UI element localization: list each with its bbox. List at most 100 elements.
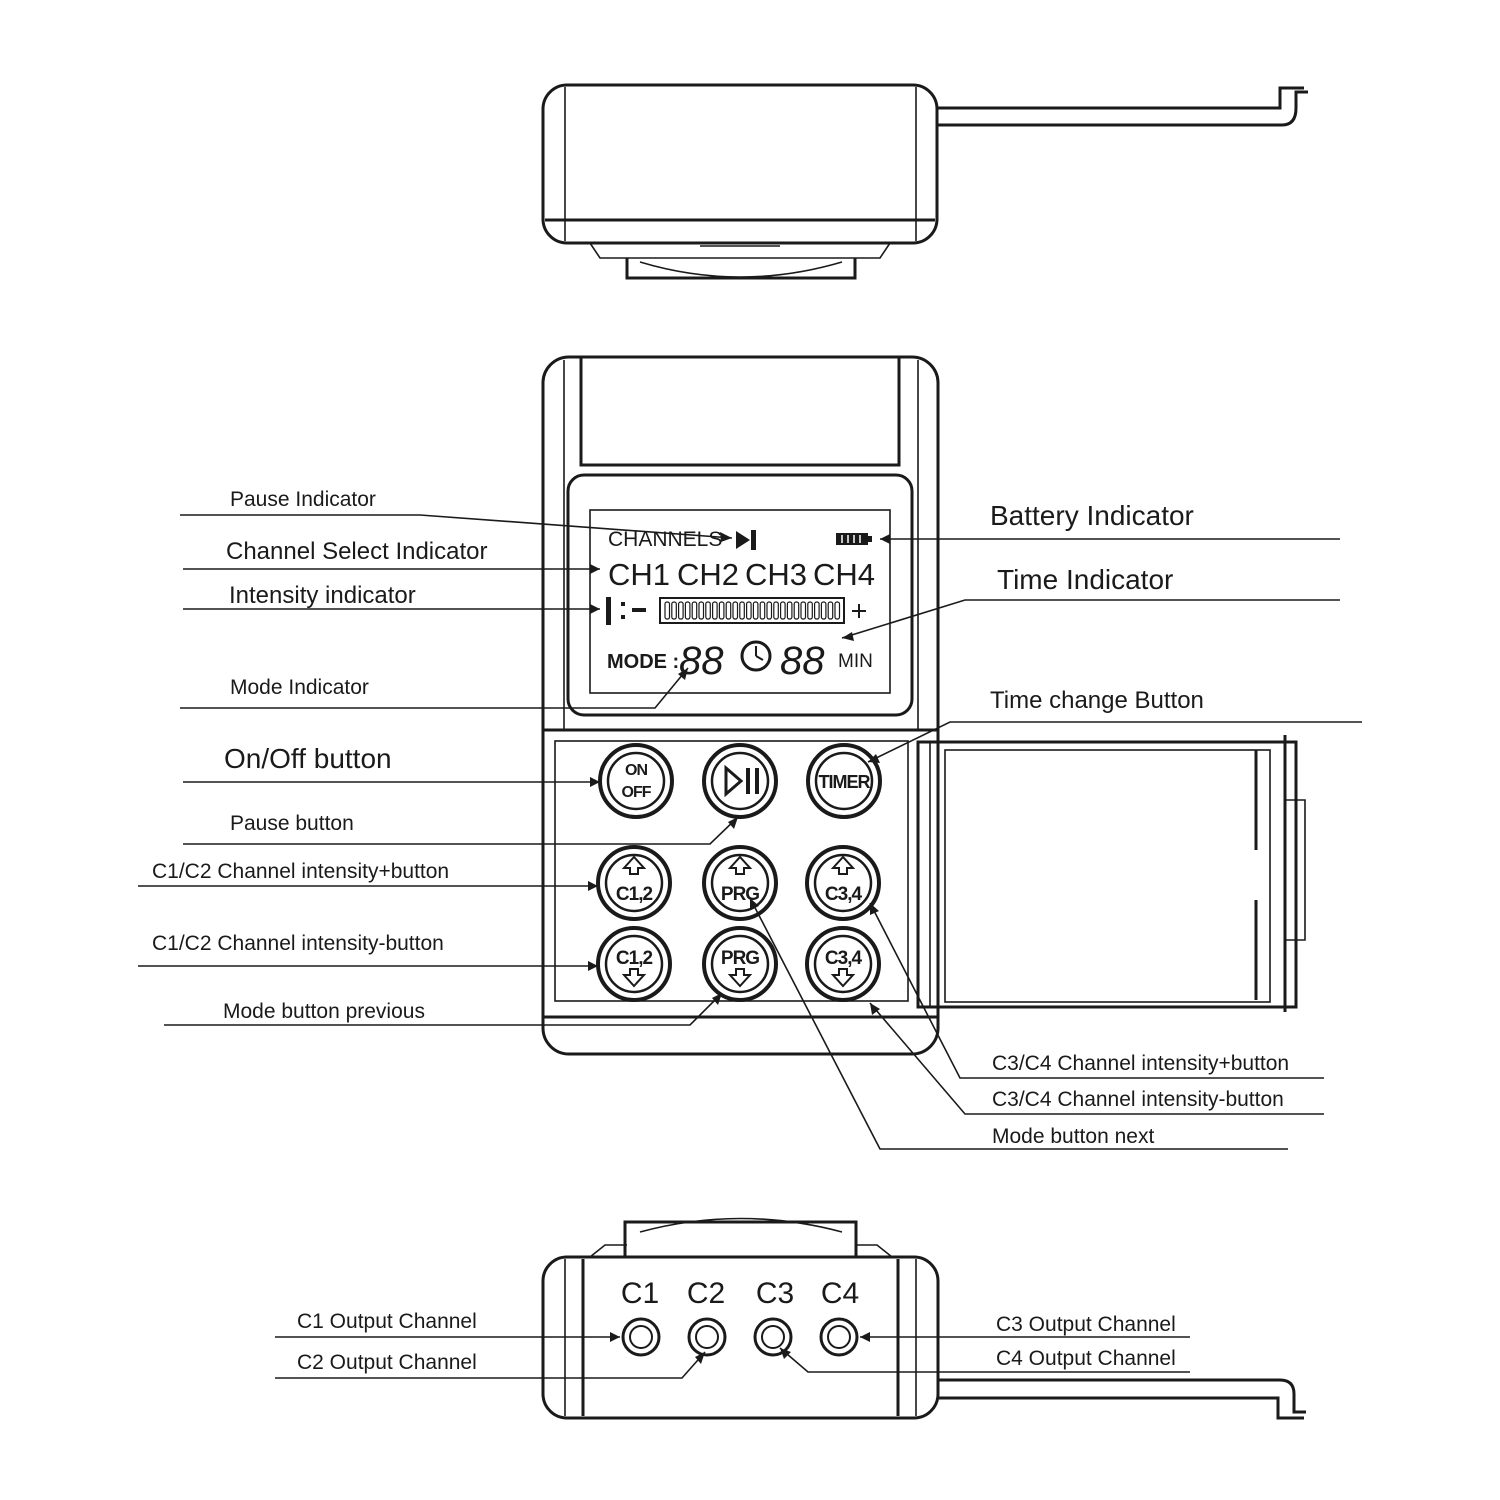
intensity-segment xyxy=(779,601,786,620)
leader-c34-plus xyxy=(869,902,1324,1079)
lcd-intensity-bar xyxy=(606,597,866,625)
c34-minus-button[interactable]: C3,4 xyxy=(805,926,881,1002)
bottom-view-wire-2 xyxy=(937,1396,1304,1420)
intensity-segment xyxy=(718,601,725,620)
prg-previous-button[interactable]: PRG xyxy=(702,926,778,1002)
label-mode-next: Mode button next xyxy=(992,1125,1154,1148)
label-c4-output: C4 Output Channel xyxy=(996,1347,1176,1370)
intensity-segment xyxy=(671,601,677,620)
play-pause-icon xyxy=(724,764,744,798)
label-c34-minus: C3/C4 Channel intensity-button xyxy=(992,1088,1284,1111)
leader-pause-button xyxy=(183,816,739,845)
c34-plus-button[interactable]: C3,4 xyxy=(805,845,881,921)
c12-plus-button[interactable]: C1,2 xyxy=(596,845,672,921)
output-jack-c2[interactable] xyxy=(687,1317,727,1357)
intensity-segment xyxy=(739,601,745,620)
battery-door-inner xyxy=(944,749,1271,1003)
top-view xyxy=(541,83,1308,280)
c34-down-label: C3,4 xyxy=(825,948,863,969)
intensity-segment xyxy=(664,601,671,620)
leader-arrowheads xyxy=(588,532,890,1364)
output-jack-c4[interactable] xyxy=(819,1317,859,1357)
intensity-segment xyxy=(813,601,820,620)
top-view-body xyxy=(541,83,939,245)
down-arrow-icon xyxy=(621,968,647,988)
timer-button[interactable]: TIMER xyxy=(806,743,882,819)
label-channel-select-indicator: Channel Select Indicator xyxy=(226,538,488,565)
label-c12-plus: C1/C2 Channel intensity+button xyxy=(152,860,449,883)
intensity-segment xyxy=(732,601,739,620)
intensity-segment xyxy=(793,601,800,620)
leader-time-change xyxy=(867,721,1362,763)
lcd-mode-digits: 88 xyxy=(679,639,724,683)
lcd-min-label: MIN xyxy=(838,651,873,672)
bottom-view-clip-curve xyxy=(639,1217,843,1233)
pause-button[interactable] xyxy=(702,743,778,819)
intensity-segment xyxy=(800,601,807,620)
output-jack-c3[interactable] xyxy=(753,1317,793,1357)
on-label: ON xyxy=(625,762,647,779)
intensity-segment xyxy=(759,601,766,620)
port-c1-label: C1 xyxy=(621,1277,659,1310)
leader-mode-next xyxy=(749,897,1288,1150)
intensity-segment xyxy=(773,601,779,620)
label-c2-output: C2 Output Channel xyxy=(297,1351,477,1374)
top-view-clip-shoulder xyxy=(589,242,891,259)
battery-door-latch xyxy=(1285,799,1306,941)
label-pause-button: Pause button xyxy=(230,812,354,835)
down-arrow-icon xyxy=(830,968,856,988)
lcd-time-digits: 88 xyxy=(780,639,825,683)
leader-time xyxy=(841,599,1340,639)
front-belt-clip xyxy=(579,355,901,467)
intensity-segment xyxy=(711,601,718,620)
label-intensity-indicator: Intensity indicator xyxy=(229,582,416,609)
on-off-button[interactable]: ON OFF xyxy=(598,743,674,819)
lcd-mode-label: MODE : xyxy=(607,651,679,673)
c12-minus-button[interactable]: C1,2 xyxy=(596,926,672,1002)
lcd-bezel xyxy=(566,473,914,717)
c12-up-label: C1,2 xyxy=(616,884,653,905)
up-arrow-icon xyxy=(727,855,753,875)
lcd-content: CHANNELS CH1 CH2 CH3 CH4 MODE : 88 xyxy=(606,528,875,683)
intensity-segment xyxy=(705,601,711,620)
front-view xyxy=(541,355,940,1056)
label-c34-plus: C3/C4 Channel intensity+button xyxy=(992,1052,1289,1075)
battery-door-outline xyxy=(916,740,1298,1009)
label-time-change-button: Time change Button xyxy=(990,687,1204,714)
up-arrow-icon xyxy=(830,855,856,875)
battery-door xyxy=(916,735,1306,1012)
lcd-screen xyxy=(589,509,891,694)
label-c12-minus: C1/C2 Channel intensity-button xyxy=(152,932,444,955)
leader-pause-indicator xyxy=(180,514,733,539)
prg-next-button[interactable]: PRG xyxy=(702,845,778,921)
lcd-ch3: CH3 xyxy=(745,557,807,592)
down-arrow-icon xyxy=(727,968,753,988)
leader-mode-previous xyxy=(164,992,723,1026)
label-on-off-button: On/Off button xyxy=(224,743,392,774)
top-view-wire xyxy=(937,86,1304,110)
callout-labels: Pause Indicator Channel Select Indicator… xyxy=(152,488,1289,1374)
label-mode-previous: Mode button previous xyxy=(223,1000,425,1023)
output-jack-c1[interactable] xyxy=(621,1317,661,1357)
intensity-segment xyxy=(807,601,813,620)
bottom-view-shoulder-left xyxy=(589,1244,627,1258)
intensity-segment xyxy=(745,601,752,620)
lcd-battery-icon xyxy=(836,533,872,545)
timer-label: TIMER xyxy=(819,772,871,792)
top-view-clip xyxy=(625,258,857,280)
c12-down-label: C1,2 xyxy=(616,948,653,969)
lcd-ch2: CH2 xyxy=(677,557,739,592)
lcd-ch4: CH4 xyxy=(813,557,875,592)
intensity-segment xyxy=(677,601,684,620)
lcd-clock-icon xyxy=(740,640,772,672)
lcd-pause-icon xyxy=(736,530,756,550)
intensity-segment xyxy=(766,601,773,620)
intensity-segment xyxy=(684,601,691,620)
lcd-channels-label: CHANNELS xyxy=(608,528,722,551)
label-pause-indicator: Pause Indicator xyxy=(230,488,376,511)
port-c4-label: C4 xyxy=(821,1277,859,1310)
bottom-view: C1 C2 C3 C4 xyxy=(541,1217,1306,1420)
intensity-segment xyxy=(827,601,834,620)
top-view-wire-2 xyxy=(937,90,1308,127)
